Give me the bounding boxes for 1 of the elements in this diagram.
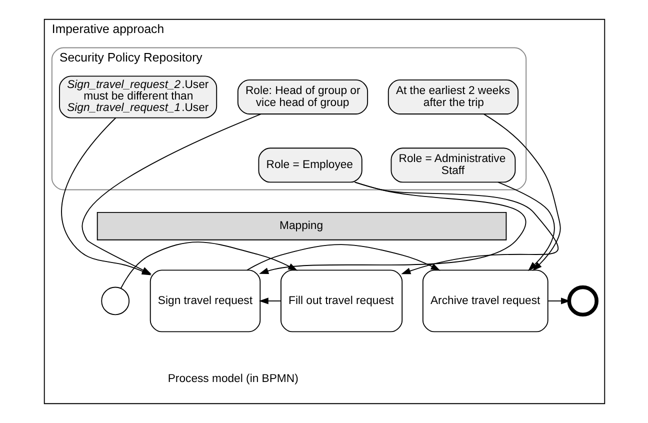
- label: Process model (in BPMN): [167, 372, 298, 385]
